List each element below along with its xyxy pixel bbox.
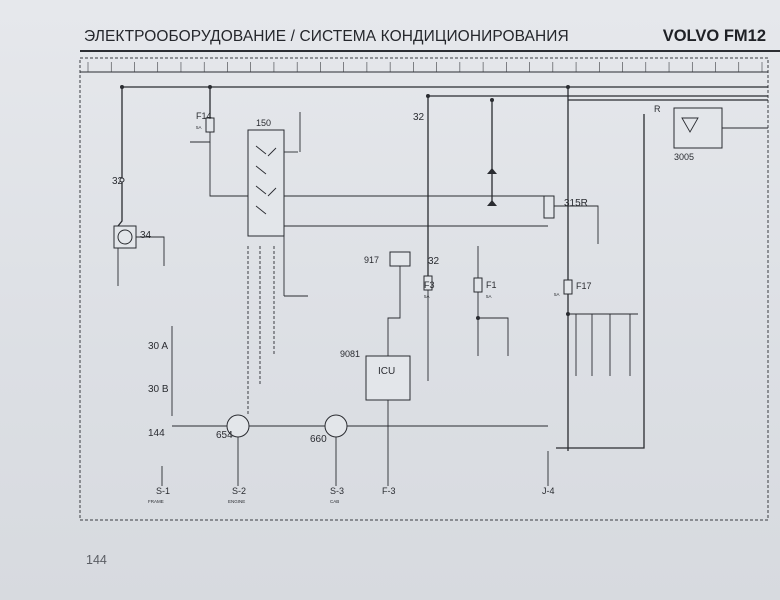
splice-dot bbox=[208, 85, 212, 89]
icu-module bbox=[365, 355, 411, 401]
label-relay-r: R bbox=[654, 104, 661, 114]
label-34: 34 bbox=[140, 230, 152, 241]
bus-number-ticks bbox=[87, 62, 763, 72]
ground-f3: F-3 bbox=[382, 476, 396, 496]
wire-315r-out bbox=[554, 205, 599, 244]
ground-label-s3-sub: CAB bbox=[330, 499, 339, 504]
ground-label-s1: S-1 bbox=[156, 486, 170, 496]
switch-150-contacts bbox=[255, 145, 277, 215]
splice-dot bbox=[566, 85, 570, 89]
ground-label-s3: S-3 bbox=[330, 486, 344, 496]
brand-label: VOLVO FM12 bbox=[662, 27, 766, 45]
ground-label-s2-sub: ENGINE bbox=[228, 499, 245, 504]
label-32-top: 32 bbox=[413, 112, 425, 123]
label-32-mid: 32 bbox=[428, 256, 440, 267]
ground-label-f3: F-3 bbox=[382, 486, 396, 496]
label-30a: 30 A bbox=[148, 341, 168, 352]
label-9081: 9081 bbox=[340, 349, 360, 359]
label-654: 654 bbox=[216, 430, 233, 441]
wire-f1-out bbox=[477, 292, 509, 356]
ground-label-j4: J-4 bbox=[542, 486, 555, 496]
ground-frame: S-1 FRAME bbox=[148, 466, 170, 504]
wire-34-out bbox=[136, 236, 165, 266]
splice-dot bbox=[566, 312, 570, 316]
splice-dot bbox=[426, 94, 430, 98]
connector-32-left bbox=[119, 177, 125, 183]
wiring-diagram: F14 5A 150 32 34 3 bbox=[78, 56, 770, 522]
page-number: 144 bbox=[86, 553, 107, 567]
wire-left-feed bbox=[117, 87, 123, 227]
label-660: 660 bbox=[310, 434, 327, 445]
label-315r: 315R bbox=[564, 198, 588, 209]
switch-150 bbox=[247, 129, 285, 237]
splice-dot bbox=[120, 85, 124, 89]
ground-cab: S-3 CAB bbox=[330, 476, 344, 504]
wire-3005-return bbox=[556, 114, 645, 449]
label-f14-rating: 5A bbox=[196, 125, 202, 130]
label-f14: F14 bbox=[196, 111, 212, 121]
relay-3005 bbox=[673, 107, 723, 149]
ground-j4: J-4 bbox=[542, 451, 555, 496]
label-32-left: 32 bbox=[112, 176, 124, 187]
page-title: ЭЛЕКТРООБОРУДОВАНИЕ / СИСТЕМА КОНДИЦИОНИ… bbox=[84, 28, 569, 45]
label-150: 150 bbox=[256, 118, 271, 128]
label-30b: 30 B bbox=[148, 384, 169, 395]
label-3005: 3005 bbox=[674, 152, 694, 162]
label-f1: F1 bbox=[486, 280, 497, 290]
label-f3-rating: 5A bbox=[424, 294, 430, 299]
label-144: 144 bbox=[148, 428, 165, 439]
splice-dot bbox=[476, 316, 480, 320]
wire-f14-out bbox=[190, 132, 211, 143]
ground-engine: S-2 ENGINE bbox=[228, 476, 246, 504]
wire-917-out bbox=[387, 266, 401, 356]
component-917 bbox=[389, 251, 411, 267]
splice-dot bbox=[490, 98, 494, 102]
component-34-core bbox=[117, 229, 133, 245]
relay-315r bbox=[543, 195, 555, 219]
wire-f14-to-150 bbox=[209, 142, 248, 197]
clutch-660 bbox=[324, 414, 348, 438]
label-917: 917 bbox=[364, 255, 379, 265]
wiring-diagram-svg: F14 5A 150 32 34 3 bbox=[79, 57, 769, 521]
label-f3: F3 bbox=[424, 280, 435, 290]
ground-label-s1-sub: FRAME bbox=[148, 499, 164, 504]
header-rule bbox=[80, 50, 780, 52]
label-icu: ICU bbox=[378, 366, 395, 377]
relay-3005-diode bbox=[681, 117, 699, 133]
fuse-f1 bbox=[473, 277, 483, 293]
label-f17-rating: 5A bbox=[554, 292, 560, 297]
fuse-f17 bbox=[563, 279, 573, 295]
label-f1-rating: 5A bbox=[486, 294, 492, 299]
label-f17: F17 bbox=[576, 281, 592, 291]
ground-label-s2: S-2 bbox=[232, 486, 246, 496]
